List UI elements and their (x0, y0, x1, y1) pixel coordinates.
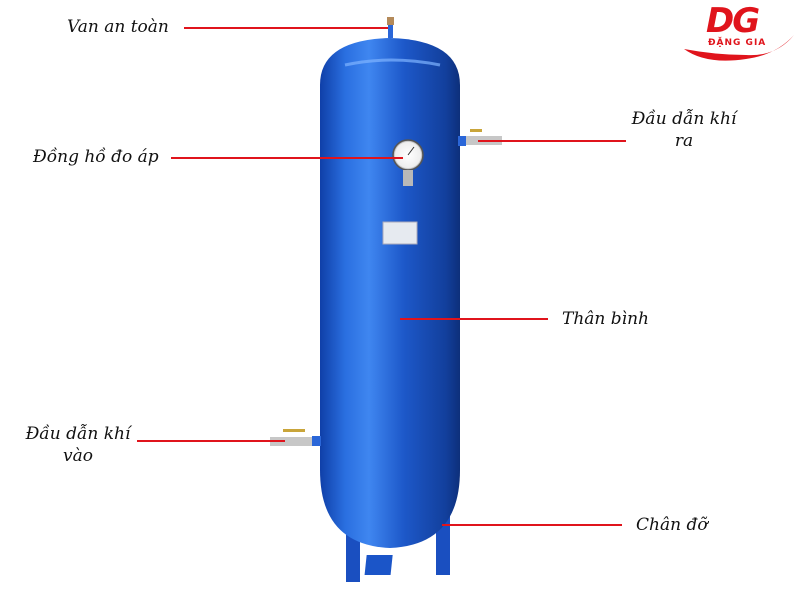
air-outlet-fitting (458, 129, 502, 146)
pressure-gauge-shape (392, 139, 424, 186)
label-text-line1: Đầu dẫn khí (631, 109, 737, 129)
air-inlet-fitting (270, 429, 321, 446)
label-text: Thân bình (562, 309, 649, 329)
leader-line-air-inlet (137, 440, 285, 442)
label-text: Van an toàn (67, 17, 169, 37)
safety-valve-shape (387, 17, 394, 38)
nameplate (382, 221, 418, 245)
label-text-line1: Đầu dẫn khí (25, 424, 131, 444)
leader-line-tank-body (400, 318, 548, 320)
label-text: Chân đỡ (636, 515, 708, 535)
logo-name: ĐẶNG GIA (708, 38, 767, 48)
dang-gia-logo: DG ĐẶNG GIA (676, 1, 796, 65)
label-support-legs: Chân đỡ (636, 514, 708, 536)
label-text-line2: vào (63, 446, 93, 466)
logo-mark: DG (706, 1, 760, 41)
leader-line-support-legs (442, 524, 622, 526)
label-pressure-gauge: Đồng hồ đo áp (33, 146, 159, 168)
leader-line-pressure-gauge (171, 157, 403, 159)
logo-swoosh-icon (684, 35, 794, 61)
label-text: Đồng hồ đo áp (33, 147, 159, 167)
label-air-inlet: Đầu dẫn khí vào (18, 423, 138, 467)
leader-line-air-outlet (478, 140, 626, 142)
label-text-line2: ra (674, 131, 694, 151)
tank-body-shape (320, 38, 460, 548)
label-safety-valve: Van an toàn (67, 16, 169, 38)
label-air-outlet: Đầu dẫn khí ra (624, 108, 744, 152)
leader-line-safety-valve (184, 27, 388, 29)
label-tank-body: Thân bình (562, 308, 649, 330)
